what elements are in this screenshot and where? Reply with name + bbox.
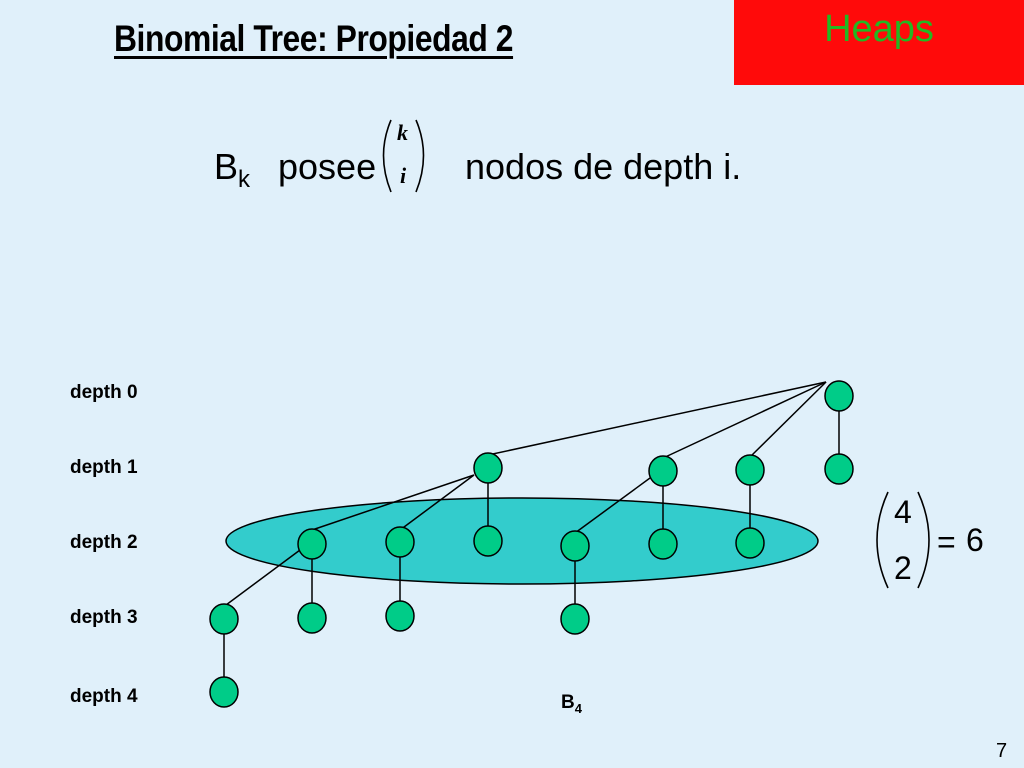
depth-label: depth 0 xyxy=(70,382,138,403)
depth-label: depth 3 xyxy=(70,607,138,628)
example-result: 6 xyxy=(966,522,984,558)
depth-label: depth 1 xyxy=(70,457,138,478)
tree-node xyxy=(648,528,678,560)
example-left-paren xyxy=(876,491,889,589)
tree-edge xyxy=(311,474,475,531)
tree-node xyxy=(297,528,327,560)
binomial-right-paren xyxy=(415,119,425,193)
statement-suffix: nodos de depth i. xyxy=(465,146,742,187)
tree-label-subscript: 4 xyxy=(574,700,582,716)
binomial-top: k xyxy=(397,120,408,145)
tree-label: B4 xyxy=(561,692,582,716)
tree-edge xyxy=(574,477,651,534)
tree-node xyxy=(560,530,590,562)
tree-node xyxy=(473,452,503,484)
tree-edge xyxy=(225,549,301,606)
example-equals: = xyxy=(937,524,956,560)
statement-verb: posee xyxy=(278,146,377,187)
depth-2-ellipse xyxy=(225,497,819,585)
tree-node xyxy=(735,527,765,559)
tree-edge xyxy=(749,381,827,458)
tree-node xyxy=(735,454,765,486)
example-top: 4 xyxy=(894,494,912,530)
example-right-paren xyxy=(917,491,930,589)
slide-title: Binomial Tree: Propiedad 2 xyxy=(114,18,514,59)
statement-prefix: Bk xyxy=(214,146,251,193)
tree-node xyxy=(473,525,503,557)
tree-edge xyxy=(487,381,827,456)
binomial-left-paren xyxy=(382,119,392,193)
statement-subscript: k xyxy=(238,166,251,193)
binomial-bottom: i xyxy=(400,163,407,188)
tree-node xyxy=(209,676,239,708)
slide-number: 7 xyxy=(996,740,1008,762)
depth-label: depth 2 xyxy=(70,532,138,553)
tree-node xyxy=(560,603,590,635)
tree-node xyxy=(824,380,854,412)
corner-label: Heaps xyxy=(824,8,934,50)
tree-node xyxy=(824,453,854,485)
tree-node xyxy=(385,526,415,558)
tree-edges xyxy=(223,381,840,678)
depth-label: depth 4 xyxy=(70,686,138,707)
tree-nodes xyxy=(209,380,854,708)
example-bottom: 2 xyxy=(894,550,912,586)
tree-edge xyxy=(660,381,827,460)
tree-node xyxy=(297,602,327,634)
corner-box: Heaps xyxy=(734,0,1024,85)
tree-node xyxy=(209,603,239,635)
tree-edge xyxy=(399,474,475,531)
tree-node xyxy=(385,600,415,632)
tree-node xyxy=(648,455,678,487)
